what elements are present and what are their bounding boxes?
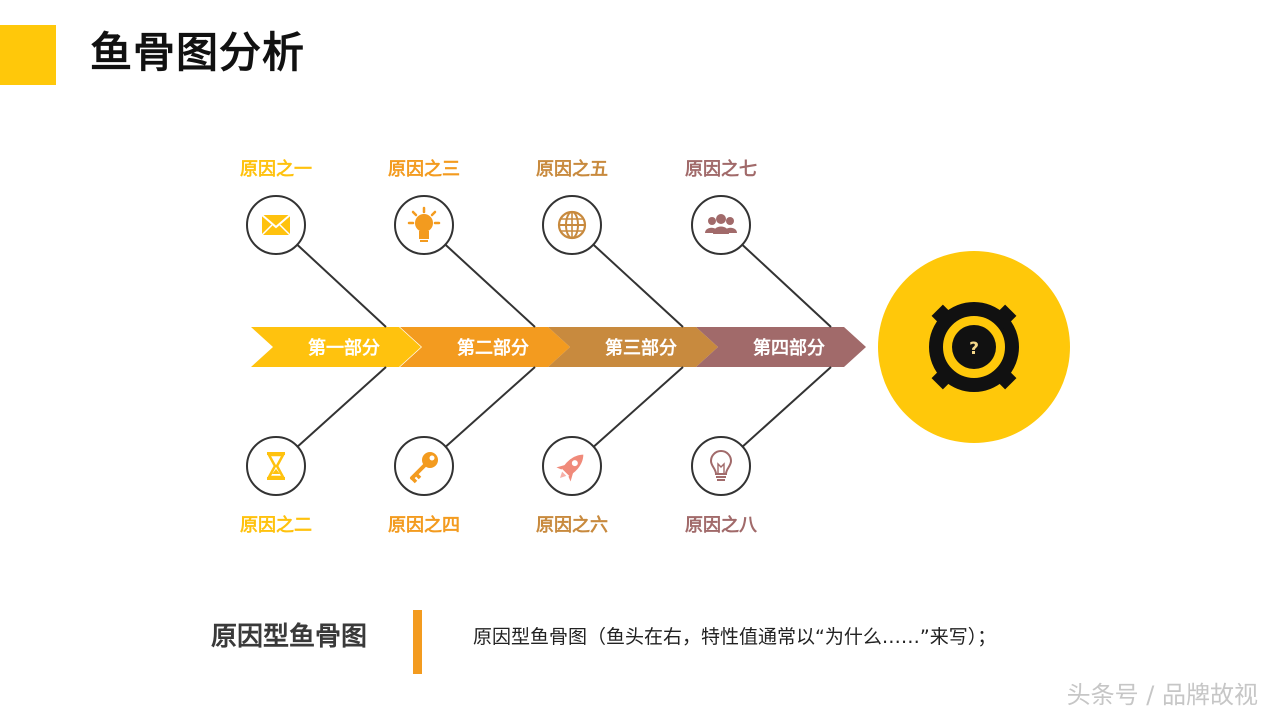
cause-bone-line bbox=[296, 243, 387, 328]
cause-label: 原因之五 bbox=[536, 159, 608, 180]
bulb-outline-icon bbox=[709, 450, 733, 481]
spine-segment-label: 第三部分 bbox=[605, 337, 677, 359]
cause-label: 原因之六 bbox=[536, 515, 608, 536]
watermark: 头条号 / 品牌故视 bbox=[1066, 681, 1258, 709]
key-icon bbox=[410, 452, 438, 484]
cause-bone-line bbox=[444, 243, 536, 328]
spine-arrow bbox=[696, 327, 866, 367]
cause-7 bbox=[691, 195, 832, 328]
cause-bone-line bbox=[296, 366, 387, 448]
spine-arrow bbox=[251, 327, 421, 367]
cause-bone-line bbox=[444, 366, 536, 448]
cause-bone-line bbox=[592, 243, 684, 328]
cause-4 bbox=[394, 366, 536, 496]
cause-1 bbox=[246, 195, 387, 328]
cause-label: 原因之八 bbox=[685, 515, 757, 536]
hourglass-icon bbox=[266, 452, 286, 480]
title-accent-block bbox=[0, 25, 56, 85]
spine-segment-label: 第一部分 bbox=[308, 337, 380, 359]
spine-segment-1: 第一部分 bbox=[251, 327, 421, 367]
cause-icon-circle bbox=[691, 436, 751, 496]
spine-segment-label: 第二部分 bbox=[457, 337, 529, 359]
page-title: 鱼骨图分析 bbox=[90, 28, 306, 77]
cause-label: 原因之三 bbox=[388, 159, 460, 180]
spine-segment-2: 第二部分 bbox=[400, 327, 570, 367]
spine-arrow bbox=[400, 327, 570, 367]
spine-arrow bbox=[548, 327, 718, 367]
cause-bone-line bbox=[592, 366, 684, 448]
footer-divider-bar bbox=[413, 610, 422, 674]
footer-description: 原因型鱼骨图（鱼头在右，特性值通常以“为什么……”来写）； bbox=[473, 626, 997, 648]
spine-segment-4: 第四部分 bbox=[696, 327, 866, 367]
cause-label: 原因之四 bbox=[388, 515, 460, 536]
cause-icon-circle bbox=[691, 195, 751, 255]
cause-5 bbox=[542, 195, 684, 328]
users-icon bbox=[705, 214, 737, 234]
gear-question-icon: ? bbox=[929, 302, 1019, 392]
question-mark: ? bbox=[969, 339, 979, 359]
fish-head: ? bbox=[878, 251, 1070, 443]
cause-6 bbox=[542, 366, 684, 496]
spine-segment-label: 第四部分 bbox=[753, 337, 825, 359]
lightbulb-icon bbox=[407, 206, 441, 242]
cause-label: 原因之七 bbox=[685, 159, 757, 180]
envelope-icon bbox=[261, 214, 291, 236]
spine-segment-3: 第三部分 bbox=[548, 327, 718, 367]
globe-icon bbox=[557, 210, 587, 240]
cause-bone-line bbox=[741, 243, 832, 328]
footer-title: 原因型鱼骨图 bbox=[211, 622, 368, 652]
cause-label: 原因之二 bbox=[240, 515, 312, 536]
cause-bone-line bbox=[741, 366, 832, 448]
cause-2 bbox=[246, 366, 387, 496]
cause-label: 原因之一 bbox=[240, 159, 312, 180]
cause-8 bbox=[691, 366, 832, 496]
cause-3 bbox=[394, 195, 536, 328]
